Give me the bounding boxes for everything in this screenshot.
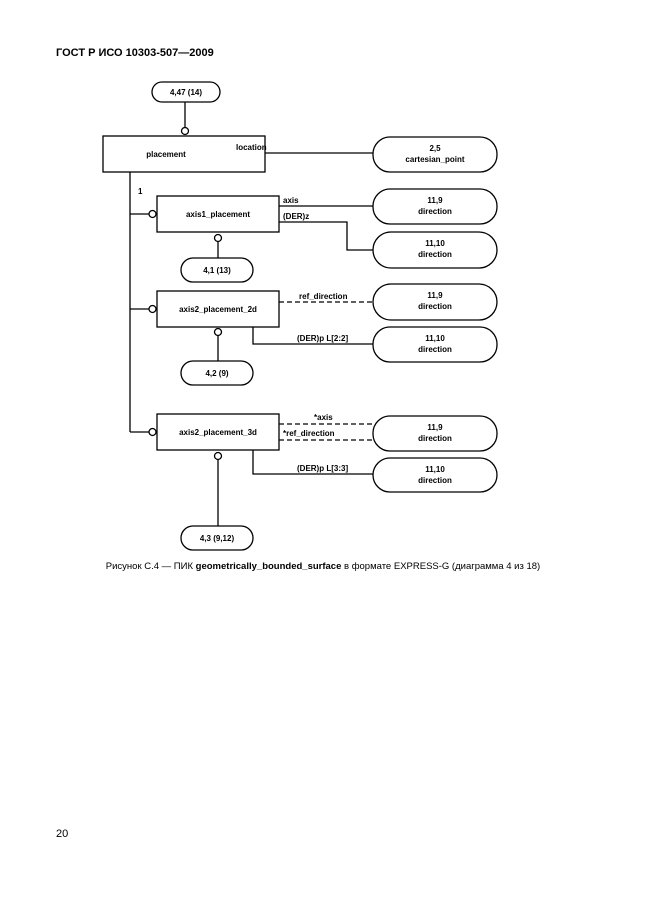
ref-num: 11,10 — [425, 334, 445, 343]
ref-name: direction — [418, 476, 452, 485]
document-header: ГОСТ Р ИСО 10303-507—2009 — [56, 47, 214, 59]
attr-der-p-3: (DER)p L[3:3] — [297, 464, 348, 473]
attr-axis: axis — [283, 196, 299, 205]
ref-label-4-1: 4,1 (13) — [203, 266, 231, 275]
page-number: 20 — [56, 828, 69, 840]
attr-der-p-2: (DER)p L[2:2] — [297, 334, 348, 343]
attr-location: location — [236, 143, 267, 152]
attr-der-z: (DER)z — [283, 212, 309, 221]
ref-name: direction — [418, 345, 452, 354]
ref-name: direction — [418, 302, 452, 311]
ref-cartesian-name: cartesian_point — [405, 155, 464, 164]
ref-label-4-3: 4,3 (9,12) — [200, 534, 235, 543]
entity-axis2-placement-2d — [156, 290, 280, 328]
caption-prefix: Рисунок С.4 — ПИК — [105, 561, 196, 572]
figure-caption: Рисунок С.4 — ПИК geometrically_bounded_… — [0, 561, 646, 572]
caption-entity-name: geometrically_bounded_surface — [195, 561, 342, 572]
attr-ref-direction: ref_direction — [299, 292, 348, 301]
ref-name: direction — [418, 250, 452, 259]
ref-num: 11,9 — [427, 291, 443, 300]
ref-name: direction — [418, 434, 452, 443]
ref-label-top: 4,47 (14) — [170, 88, 202, 97]
entity-label-placement: placement — [146, 150, 186, 159]
entity-label-axis2-3d: axis2_placement_3d — [179, 428, 257, 437]
attr-opt-ref-direction: *ref_direction — [283, 429, 335, 438]
entity-label-axis2-2d: axis2_placement_2d — [179, 305, 257, 314]
ref-name: direction — [418, 207, 452, 216]
connector-circle — [180, 126, 190, 136]
entity-placement — [102, 135, 266, 173]
ref-box-cartesian — [372, 136, 498, 173]
caption-suffix: в формате EXPRESS-G (диаграмма 4 из 18) — [341, 561, 541, 572]
entity-label-axis1: axis1_placement — [186, 210, 250, 219]
ref-num: 11,10 — [425, 465, 445, 474]
ref-label-4-2: 4,2 (9) — [205, 369, 228, 378]
ref-box-4-47 — [151, 81, 221, 103]
entity-axis2-placement-3d — [156, 413, 280, 451]
attr-opt-axis: *axis — [314, 413, 333, 422]
ref-num: 11,9 — [427, 196, 443, 205]
ref-num: 11,10 — [425, 239, 445, 248]
ref-cartesian-num: 2,5 — [429, 144, 441, 153]
entity-axis1-placement — [156, 195, 280, 233]
ref-num: 11,9 — [427, 423, 443, 432]
cardinality-label: 1 — [138, 187, 143, 196]
